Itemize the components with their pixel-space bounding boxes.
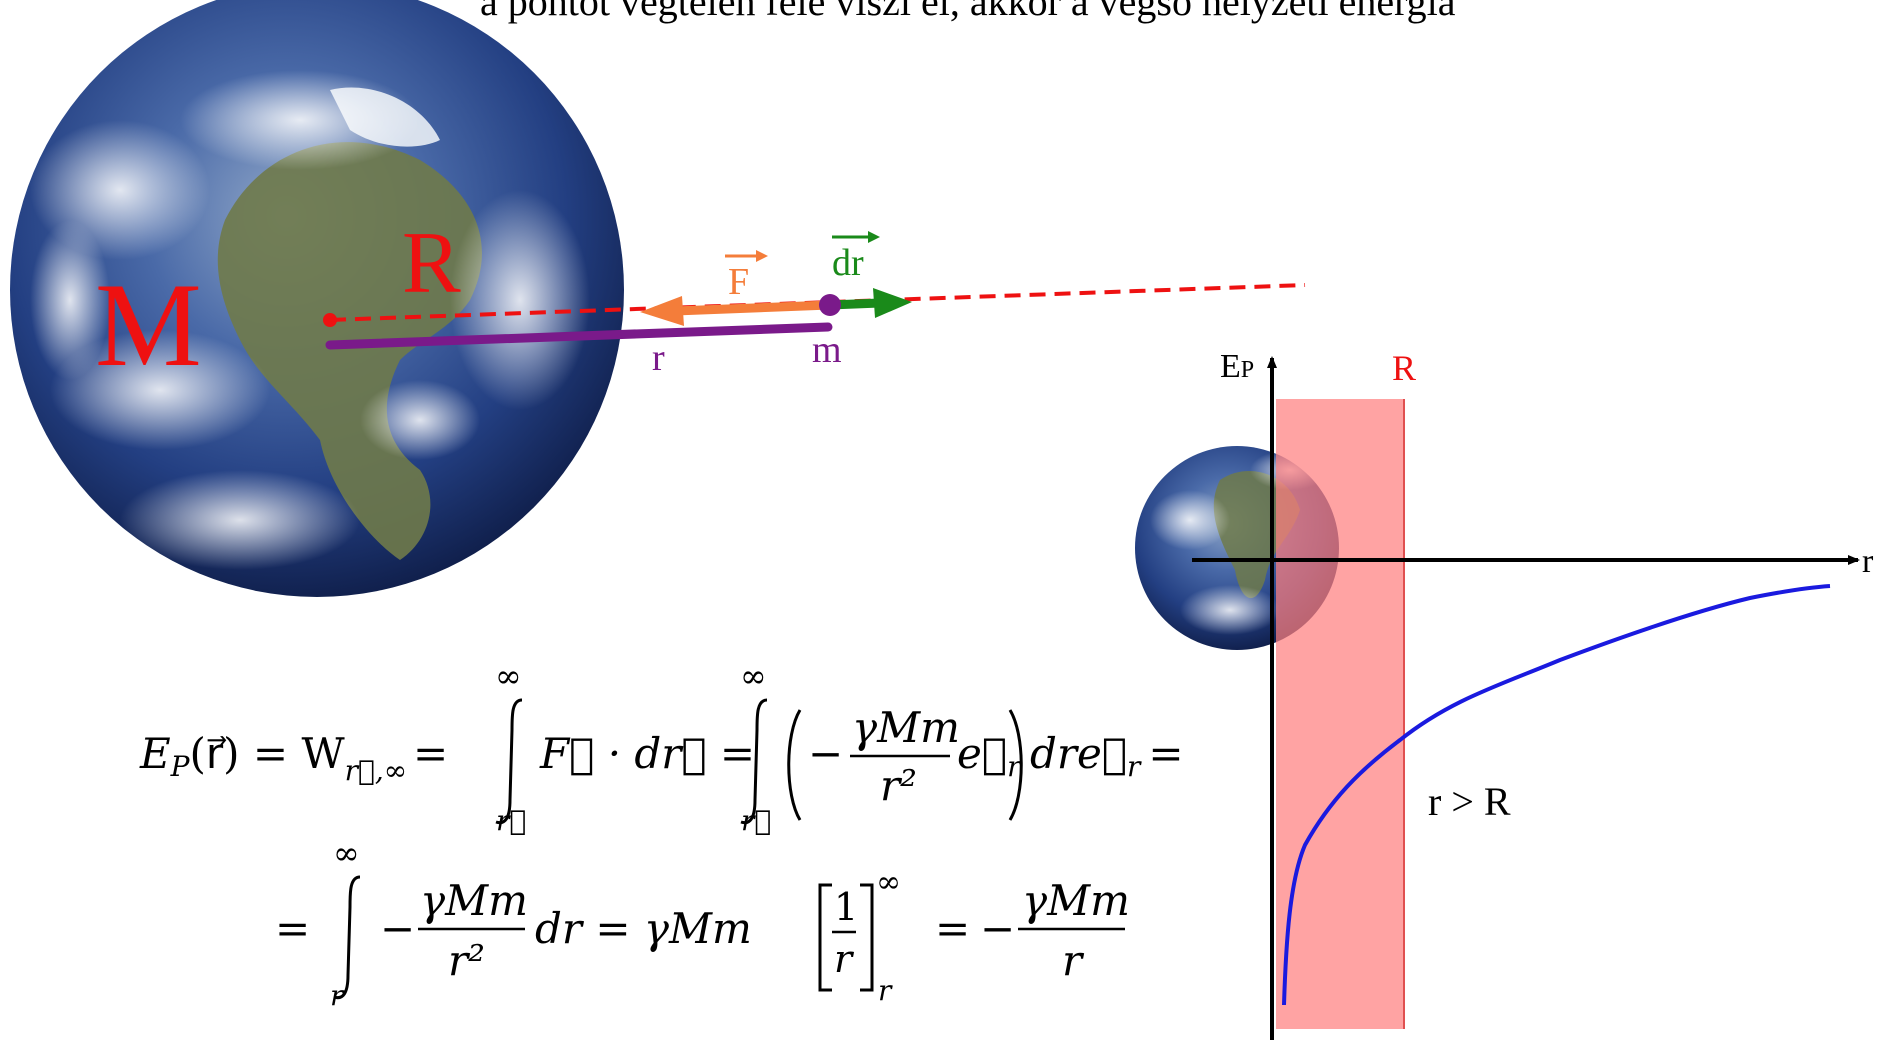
potential-curve (1282, 584, 1831, 1006)
svg-text:=: = (935, 904, 970, 953)
mass-label: M (95, 258, 202, 391)
formula-line-1: EP(r⃗) = Wr⃗,∞= ∞ r⃗ F⃗ · dr⃗ = ∞ r⃗ − γ… (139, 657, 1184, 837)
bracket-denominator: r (834, 937, 855, 981)
small-mass-dot (819, 294, 841, 316)
integral-sign-1 (495, 698, 523, 825)
top-text-fragment: a pontot végtelen felé viszi el, akkor a… (480, 0, 1456, 24)
formula-2-middle: dr = γMm (535, 904, 752, 953)
force-arrow-head (640, 296, 684, 326)
formula-2-leading-eq: = (275, 904, 310, 953)
fraction-2-numerator: γMm (420, 876, 528, 925)
bracket-numerator: 1 (834, 885, 858, 929)
earth-image (10, 0, 624, 597)
integral-1-upper: ∞ (495, 657, 522, 695)
svg-text:−: − (980, 904, 1015, 953)
inside-radius-band (1276, 399, 1404, 1029)
x-axis-label: r (1862, 543, 1874, 580)
r-label: r (652, 337, 665, 379)
final-numerator: γMm (1022, 876, 1130, 925)
fraction-1-numerator: γMm (852, 703, 960, 752)
formula-line-2: = ∞ r − γMm r² dr = γMm 1 r ∞ r = − γMm … (275, 834, 1130, 1012)
r-distance-line (325, 322, 833, 350)
integral-1-lower: r⃗ (496, 804, 526, 837)
radius-label: R (402, 215, 461, 312)
integral-3-lower: r (330, 979, 345, 1012)
svg-text:EP(r⃗) = Wr⃗,∞=: EP(r⃗) = Wr⃗,∞= (139, 729, 448, 787)
potential-energy-graph: EP R r r > R (1135, 348, 1874, 1040)
formula-lhs: E (139, 729, 171, 778)
dr-arrow-head (873, 288, 912, 318)
y-axis-label: E (1220, 348, 1241, 385)
fraction-2-denominator: r² (448, 936, 485, 985)
integral-2-lower: r⃗ (741, 804, 771, 837)
minus-sign-1: − (808, 729, 843, 778)
integral-2-upper: ∞ (740, 657, 767, 695)
svg-text:EP: EP (1220, 348, 1254, 385)
bracket-upper: ∞ (876, 865, 901, 900)
small-mass-label: m (812, 329, 842, 371)
integral-sign-2 (740, 698, 768, 825)
svg-text:dre⃗r=: dre⃗r= (1030, 729, 1184, 783)
final-denominator: r (1062, 936, 1085, 985)
integral-3-upper: ∞ (333, 834, 360, 872)
svg-text:−: − (380, 904, 415, 953)
condition-label: r > R (1428, 779, 1511, 824)
force-arrow-shaft (674, 300, 831, 316)
dr-label: dr (832, 242, 864, 284)
bracket-lower: r (878, 974, 893, 1007)
force-label: F (728, 261, 749, 303)
svg-text:e⃗r: e⃗r (957, 729, 1022, 783)
boundary-label: R (1392, 348, 1416, 388)
y-axis-subscript: P (1241, 357, 1254, 383)
integrand-1: F⃗ · dr⃗ = (539, 729, 755, 778)
fraction-1-denominator: r² (880, 761, 917, 810)
integral-sign-3 (333, 875, 361, 1000)
